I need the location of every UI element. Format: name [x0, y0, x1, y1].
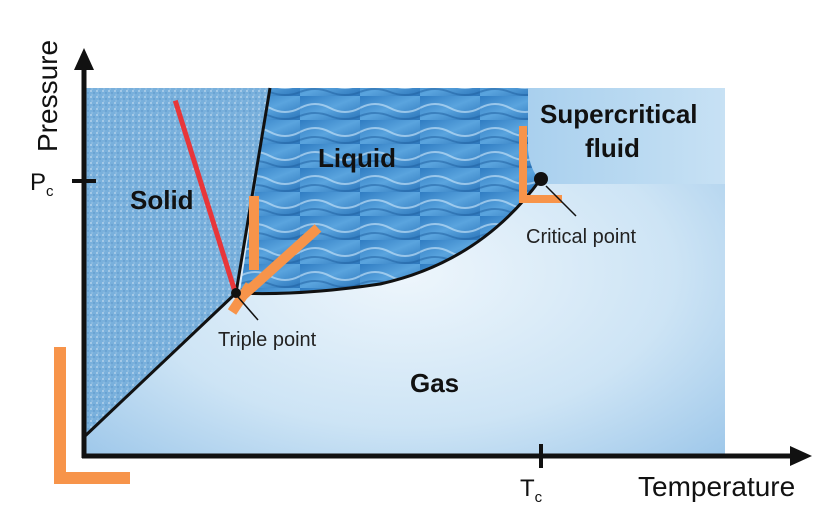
gas-label: Gas [410, 368, 459, 398]
x-axis-arrow [790, 446, 812, 466]
triple-point-leader [237, 296, 259, 321]
triple-point-label: Triple point [218, 329, 317, 351]
solid-region [84, 88, 270, 437]
y-axis-arrow [74, 48, 94, 70]
tc-tick-label: Tc [520, 475, 543, 506]
supercritical-label-line2: fluid [585, 133, 640, 163]
critical-point-dot [534, 172, 548, 186]
liquid-label: Liquid [318, 143, 396, 173]
supercritical-label-line1: Supercritical [540, 99, 698, 129]
orange-marker-critical [519, 126, 562, 203]
liquid-region [240, 88, 540, 293]
x-axis-title: Temperature [638, 471, 795, 502]
red-marker-line [172, 99, 240, 299]
fusion-curve [234, 87, 272, 294]
solid-label: Solid [130, 185, 194, 215]
critical-point-leader [545, 185, 577, 217]
y-axis-title: Pressure [32, 40, 63, 152]
supercritical-region [528, 88, 725, 184]
orange-marker-origin [54, 347, 130, 484]
triple-point-dot [231, 288, 241, 298]
critical-point-label: Critical point [526, 226, 636, 248]
sublimation-curve [82, 291, 238, 439]
orange-marker-diagonal-short [227, 282, 255, 315]
vaporization-curve [235, 179, 542, 296]
pc-tick-label: Pc [30, 169, 54, 200]
